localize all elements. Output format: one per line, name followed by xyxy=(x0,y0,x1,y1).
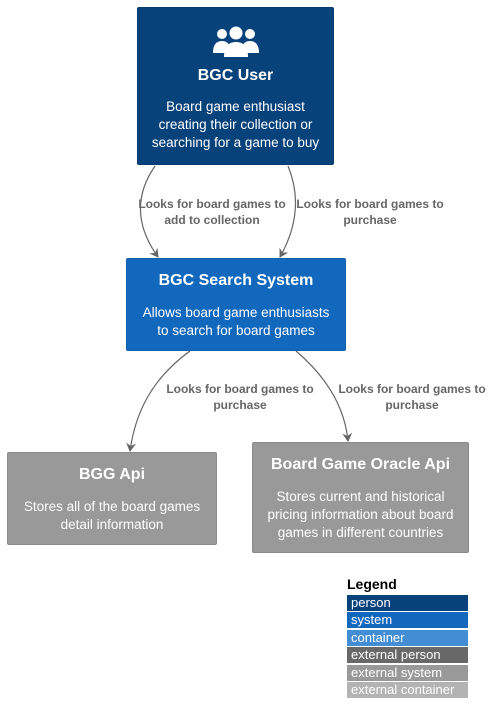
edge-search-to-oracle xyxy=(295,350,353,442)
legend-item-person: person xyxy=(347,594,468,611)
desc-line: searching for a game to buy xyxy=(151,135,320,150)
legend-item-container: container xyxy=(347,629,468,646)
relation-line: Looks for board games to xyxy=(138,197,286,211)
legend-title: Legend xyxy=(347,576,397,592)
edge-user-to-search-collection xyxy=(139,165,159,258)
legend-item-external-person: external person xyxy=(347,647,468,663)
edge-user-to-search-purchase xyxy=(279,165,297,258)
legend-item-external-system: external system xyxy=(347,664,468,681)
legend-item-external-container: external container xyxy=(347,682,468,698)
bgc-user-node[interactable]: BGC User Board game enthusiast creating … xyxy=(137,7,334,165)
node-title: BGC Search System xyxy=(158,272,314,289)
relation-label-purchase-from-user: Looks for board games to purchase xyxy=(295,196,445,228)
relation-line: Looks for board games to xyxy=(296,197,444,211)
relation-line: Looks for board games to xyxy=(166,382,314,396)
desc-line: creating their collection or xyxy=(158,117,313,132)
desc-line: detail information xyxy=(60,517,164,532)
node-description: Stores current and historical pricing in… xyxy=(253,488,468,542)
relation-line: purchase xyxy=(385,398,439,412)
desc-line: Stores all of the board games xyxy=(23,499,201,514)
relation-line: purchase xyxy=(343,213,397,227)
node-description: Board game enthusiast creating their col… xyxy=(138,98,333,152)
desc-line: pricing information about board xyxy=(267,507,454,522)
legend-item-system: system xyxy=(347,612,468,628)
desc-line: games in different countries xyxy=(277,525,444,540)
bgg-api-node[interactable]: BGG Api Stores all of the board games de… xyxy=(7,452,217,545)
desc-line: Allows board game enthusiasts xyxy=(142,305,330,320)
desc-line: Board game enthusiast xyxy=(166,99,305,114)
relation-line: purchase xyxy=(213,398,267,412)
node-description: Stores all of the board games detail inf… xyxy=(8,498,216,534)
node-title: BGC User xyxy=(197,67,274,84)
desc-line: to search for board games xyxy=(157,323,315,338)
relation-label-add-to-collection: Looks for board games to add to collecti… xyxy=(137,196,287,228)
legend: Legend person system container external … xyxy=(347,576,468,698)
edge-search-to-bgg xyxy=(126,350,191,452)
node-title: BGG Api xyxy=(78,466,146,483)
node-title: Board Game Oracle Api xyxy=(270,456,451,473)
users-icon xyxy=(212,26,259,58)
relation-label-purchase-bgg: Looks for board games to purchase xyxy=(165,381,315,413)
node-description: Allows board game enthusiasts to search … xyxy=(127,304,345,340)
relation-line: Looks for board games to xyxy=(338,382,486,396)
bgc-search-system-node[interactable]: BGC Search System Allows board game enth… xyxy=(126,258,346,351)
relation-label-purchase-oracle: Looks for board games to purchase xyxy=(337,381,487,413)
board-game-oracle-api-node[interactable]: Board Game Oracle Api Stores current and… xyxy=(252,442,469,553)
relation-line: add to collection xyxy=(164,213,260,227)
desc-line: Stores current and historical xyxy=(276,489,445,504)
